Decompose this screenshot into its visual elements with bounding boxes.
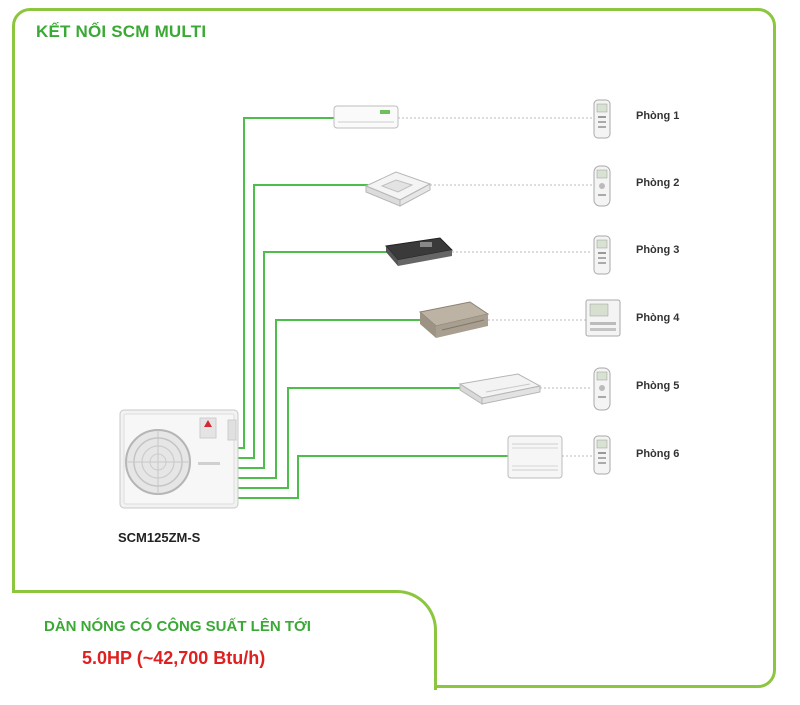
wall-mounted-unit-icon	[333, 105, 399, 129]
room-label-5: Phòng 5	[636, 380, 680, 392]
capacity-value: 5.0HP (~42,700 Btu/h)	[82, 648, 266, 668]
room-label-4: Phòng 4	[636, 312, 680, 324]
remote-icon-2	[593, 165, 611, 207]
pipes	[238, 117, 508, 499]
pipe-room-2	[238, 184, 368, 459]
capacity-subtitle: DÀN NÓNG CÓ CÔNG SUẤT LÊN TỚI	[44, 618, 311, 635]
ceiling-cassette-unit-icon	[364, 171, 432, 207]
remote-links	[398, 117, 592, 457]
slim-duct-unit-icon	[385, 237, 454, 266]
outdoor-unit-icon	[119, 409, 239, 509]
room-label-6: Phòng 6	[636, 448, 680, 460]
room-label-2: Phòng 2	[636, 177, 680, 189]
remote-icon-3	[593, 235, 611, 275]
pipe-room-4	[238, 319, 420, 479]
remote-icon-5	[593, 367, 611, 411]
pipe-room-1	[238, 117, 334, 449]
room-label-3: Phòng 3	[636, 244, 680, 256]
remote-icon-6	[593, 435, 611, 475]
remote-icon-1	[593, 99, 611, 139]
pipe-room-3	[238, 251, 388, 469]
pipe-room-6	[238, 455, 508, 499]
ceiling-suspended-unit-icon	[458, 373, 542, 405]
floor-standing-unit-icon	[507, 435, 563, 479]
ducted-unit-icon	[418, 301, 490, 338]
room-label-1: Phòng 1	[636, 110, 680, 122]
pipe-room-5	[238, 387, 462, 489]
wired-remote-panel-icon	[585, 299, 621, 337]
capacity-box	[12, 590, 437, 690]
outdoor-unit-model: SCM125ZM-S	[118, 530, 201, 545]
diagram-title: KẾT NỐI SCM MULTI	[36, 22, 207, 41]
